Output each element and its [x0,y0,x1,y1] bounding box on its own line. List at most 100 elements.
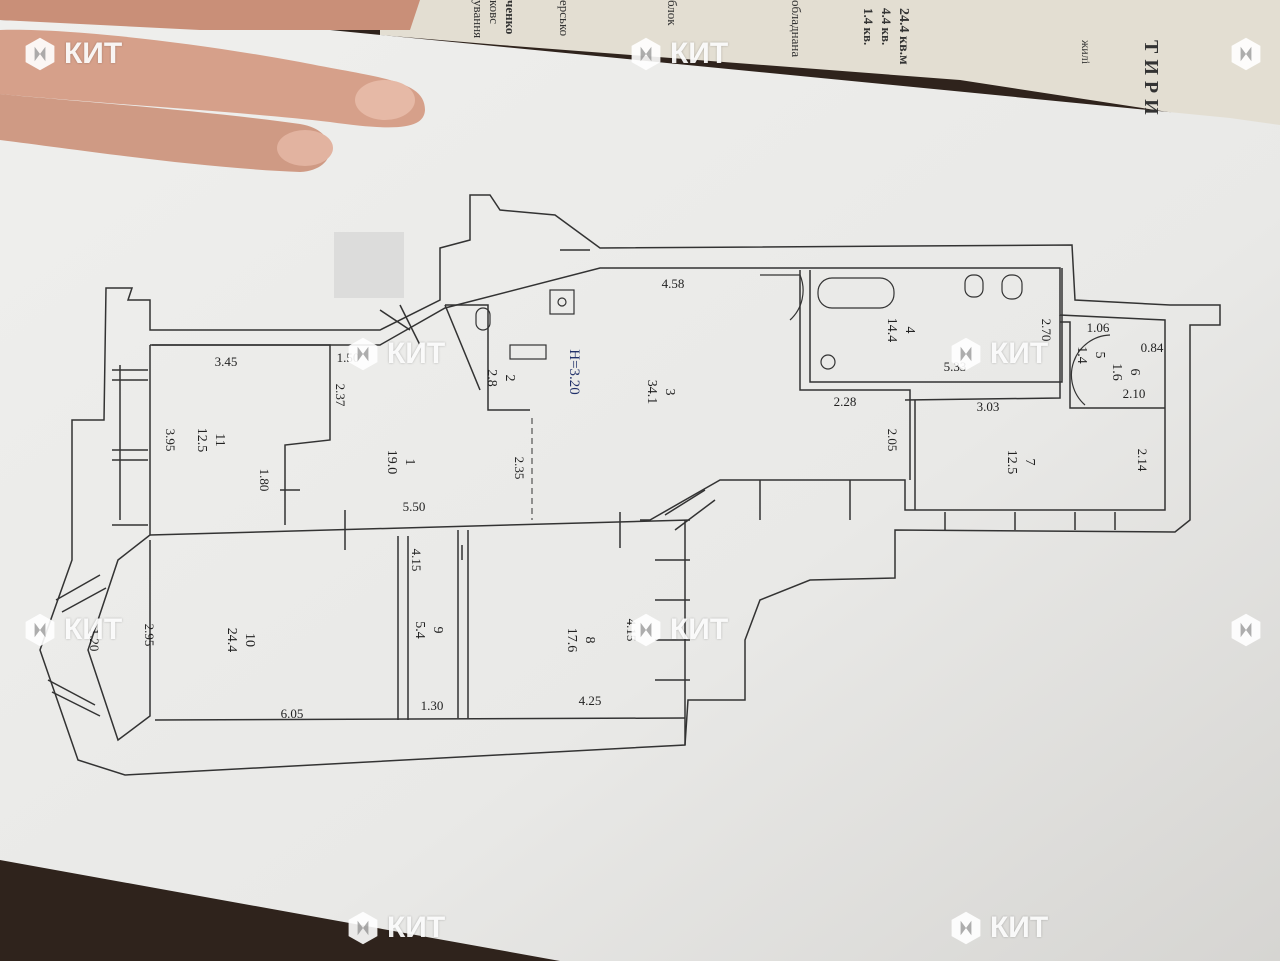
watermark-logo-6: КИТ [22,612,122,648]
shower-icon [820,354,836,370]
dim-6: 5.50 [403,499,426,514]
kit-logo-icon [951,911,981,945]
bathtub-icon [817,277,895,309]
watermark-logo-2: КИТ [628,36,728,72]
watermark-text-4: КИТ [387,337,446,370]
room-3: 334.1 [644,380,677,405]
svg-text:5.4: 5.4 [412,621,427,639]
watermark-logo-10: КИТ [948,910,1048,946]
kit-logo-icon [1231,37,1261,71]
svg-text:17.6: 17.6 [564,628,579,653]
svg-text:34.1: 34.1 [644,380,659,405]
plan-sheet [0,20,1280,961]
watermark-text-2: КИТ [670,37,729,70]
dim-14: 2.10 [1123,386,1146,401]
dim-22: 1.30 [421,698,444,713]
book-text-3: 1.4 кв. [861,8,876,45]
svg-text:10: 10 [242,633,257,647]
dim-16: 2.05 [885,429,900,452]
ceiling-height: H=3.20 [566,349,582,395]
svg-text:19.0: 19.0 [384,450,399,475]
watermark-logo-5: КИТ [948,336,1048,372]
dim-12: 1.06 [1087,320,1110,335]
dim-21: 6.05 [281,706,304,721]
book-text: 24.4 кв.м 4.4 кв. 1.4 кв. ТИРИ жилі обла… [471,0,1162,121]
toilet-icon-2 [475,307,491,331]
book-text-7: блок [665,0,680,26]
svg-text:8: 8 [582,637,597,644]
watermark-logo-8 [1228,612,1264,648]
dim-5: 1.80 [257,469,272,492]
door-swing-2 [1070,334,1111,406]
svg-text:5: 5 [1092,352,1107,359]
kit-logo-icon [348,911,378,945]
room-7: 712.5 [1004,450,1037,475]
book-text-8: ченко [503,0,518,34]
svg-text:12.5: 12.5 [194,428,209,453]
svg-text:1: 1 [402,459,417,466]
watermark-text-10: КИТ [990,911,1049,944]
svg-text:14.4: 14.4 [884,318,899,343]
dim-4: 2.37 [333,384,348,407]
book-text-5: жилі [1079,39,1093,65]
room-2: 22.8 [484,369,517,387]
kit-logo-icon [951,337,981,371]
svg-text:4: 4 [902,327,917,334]
watermark-text-5: КИТ [990,337,1049,370]
dim-20: 1.20 [87,629,102,652]
book-text-2: 4.4 кв. [879,8,894,45]
kit-logo-icon [25,613,55,647]
fixtures [475,274,1111,406]
book-text-9: ковс [487,0,502,24]
door-swing [760,274,804,321]
dim-11: 2.70 [1039,319,1054,342]
svg-text:2: 2 [502,375,517,382]
book-text-11: ерсько [557,0,572,36]
stove-icon [549,289,575,315]
watermark-text-1: КИТ [64,37,123,70]
watermark-logo-7: КИТ [628,612,728,648]
svg-text:6: 6 [1127,369,1142,376]
sink-icon [964,274,984,298]
svg-text:2.8: 2.8 [484,369,499,387]
watermark-logo-9: КИТ [345,910,445,946]
back-page [380,0,1280,140]
svg-text:9: 9 [430,627,445,634]
room-5: 51.4 [1074,346,1107,364]
kit-logo-icon [631,37,661,71]
dim-19: 2.95 [142,624,157,647]
dim-8: 4.58 [662,276,685,291]
book-text-10: ування [471,0,486,38]
svg-text:1.6: 1.6 [1109,363,1124,381]
svg-text:11: 11 [212,433,227,446]
hand [0,0,425,172]
sink-small-icon [509,344,547,360]
room-4: 414.4 [884,318,917,343]
dim-1: 3.45 [215,354,238,369]
watermark-text-9: КИТ [387,911,446,944]
svg-text:24.4: 24.4 [224,628,239,653]
kit-logo-icon [631,613,661,647]
grey-stamp [334,232,404,298]
dim-7: 2.35 [512,457,527,480]
toilet-icon [1001,274,1023,300]
book-text-1: 24.4 кв.м [896,8,911,65]
svg-text:12.5: 12.5 [1004,450,1019,475]
svg-text:3: 3 [662,389,677,396]
watermark-logo-1: КИТ [22,36,122,72]
dim-17: 2.14 [1135,449,1150,472]
dim-13: 0.84 [1141,340,1164,355]
room-9: 95.4 [412,621,445,639]
watermark-logo-3 [1228,36,1264,72]
svg-text:7: 7 [1022,459,1037,466]
watermark-text-7: КИТ [670,613,729,646]
book-text-4: ТИРИ [1140,40,1162,121]
book-text-6: обладнана [789,0,804,57]
dim-18: 4.15 [409,549,424,572]
dim-9: 2.28 [834,394,857,409]
kit-logo-icon [348,337,378,371]
